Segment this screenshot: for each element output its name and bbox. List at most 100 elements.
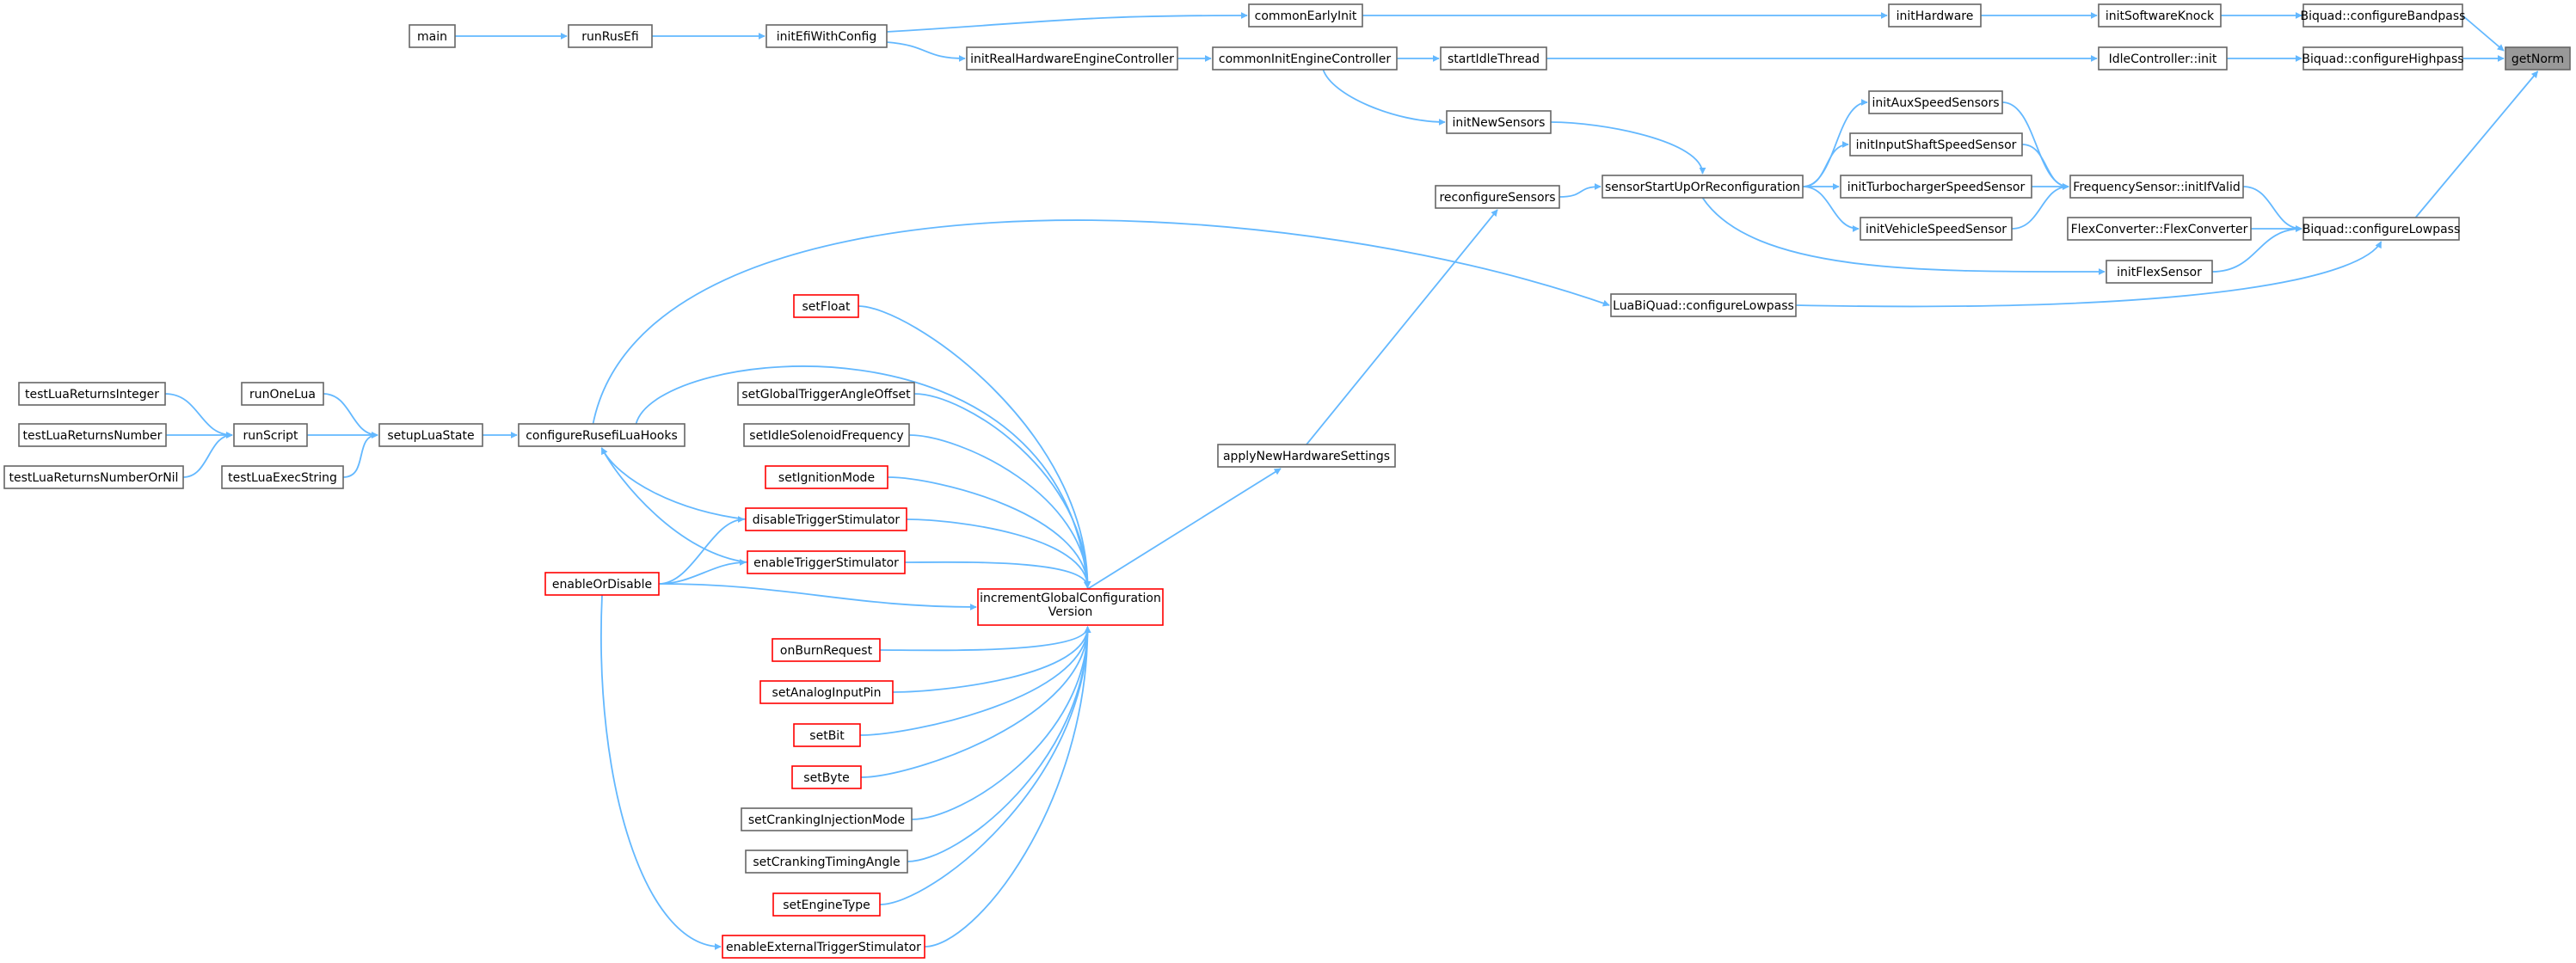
node-box-idle-init xyxy=(2098,46,2228,71)
node-init-efi-with-config[interactable]: initEfiWithConfig xyxy=(765,24,888,48)
node-box-run-script xyxy=(233,423,308,447)
node-box-freq-init-if-valid xyxy=(2069,175,2244,199)
node-set-engine-type[interactable]: setEngineType xyxy=(772,892,881,917)
node-init-turbocharger-speed-sensor[interactable]: initTurbochargerSpeedSensor xyxy=(1840,175,2032,199)
edge-sensor-start-up-to-init-flex-sensor xyxy=(1701,197,2106,276)
edge-common-init-engine-controller-to-init-new-sensors xyxy=(1322,69,1446,126)
node-lua-configure-lowpass[interactable]: LuaBiQuad::configureLowpass xyxy=(1610,293,1797,317)
node-box-start-idle-thread xyxy=(1440,46,1547,71)
node-label-reconfigure-sensors: reconfigureSensors xyxy=(1439,191,1555,205)
node-box-init-flex-sensor xyxy=(2106,260,2213,284)
node-init-input-shaft-speed-sensor[interactable]: initInputShaftSpeedSensor xyxy=(1849,132,2023,156)
edge-test-lua-returns-number-or-nil-to-run-script xyxy=(182,432,233,478)
node-label-set-ignition-mode: setIgnitionMode xyxy=(778,471,875,485)
edge-set-analog-input-pin-to-increment-global-configuration-version xyxy=(892,626,1091,693)
node-set-idle-solenoid-frequency[interactable]: setIdleSolenoidFrequency xyxy=(743,423,910,447)
node-on-burn-request[interactable]: onBurnRequest xyxy=(772,638,881,662)
node-configure-highpass[interactable]: Biquad::configureHighpass xyxy=(2302,46,2464,71)
node-box-sensor-start-up xyxy=(1602,175,1804,199)
node-label-set-cranking-timing-angle: setCrankingTimingAngle xyxy=(753,856,900,869)
edge-configure-rusefi-lua-hooks-to-lua-configure-lowpass xyxy=(592,219,1610,425)
node-label-set-float: setFloat xyxy=(802,300,851,314)
node-label-configure-highpass: Biquad::configureHighpass xyxy=(2302,52,2463,66)
node-label-set-analog-input-pin: setAnalogInputPin xyxy=(772,686,882,700)
node-common-early-init[interactable]: commonEarlyInit xyxy=(1248,3,1363,28)
node-label-freq-init-if-valid: FrequencySensor::initIfValid xyxy=(2073,181,2240,194)
node-test-lua-exec-string[interactable]: testLuaExecString xyxy=(221,465,344,489)
node-init-new-sensors[interactable]: initNewSensors xyxy=(1446,110,1552,134)
node-label-test-lua-returns-number-or-nil: testLuaReturnsNumberOrNil xyxy=(9,471,179,485)
node-label-init-hardware: initHardware xyxy=(1897,9,1974,23)
edge-init-efi-with-config-to-init-real-hardware-engine-controller xyxy=(886,41,966,62)
edge-set-bit-to-increment-global-configuration-version xyxy=(859,626,1091,736)
node-label-set-bit: setBit xyxy=(809,729,845,743)
node-box-setup-lua-state xyxy=(378,423,483,447)
node-init-vehicle-speed-sensor[interactable]: initVehicleSpeedSensor xyxy=(1860,217,2013,241)
node-init-flex-sensor[interactable]: initFlexSensor xyxy=(2106,260,2213,284)
node-disable-trigger-stimulator[interactable]: disableTriggerStimulator xyxy=(745,507,907,531)
node-enable-or-disable[interactable]: enableOrDisable xyxy=(544,572,660,596)
node-sensor-start-up[interactable]: sensorStartUpOrReconfiguration xyxy=(1602,175,1804,199)
node-freq-init-if-valid[interactable]: FrequencySensor::initIfValid xyxy=(2069,175,2244,199)
node-set-cranking-timing-angle[interactable]: setCrankingTimingAngle xyxy=(745,850,908,874)
node-reconfigure-sensors[interactable]: reconfigureSensors xyxy=(1435,185,1560,209)
node-flex-converter[interactable]: FlexConverter::FlexConverter xyxy=(2067,217,2252,241)
node-init-software-knock[interactable]: initSoftwareKnock xyxy=(2098,3,2222,28)
edge-init-vehicle-speed-sensor-to-freq-init-if-valid xyxy=(2011,183,2069,230)
node-box-run-one-lua xyxy=(241,382,324,406)
node-start-idle-thread[interactable]: startIdleThread xyxy=(1440,46,1547,71)
node-box-init-new-sensors xyxy=(1446,110,1552,134)
node-label-disable-trigger-stimulator: disableTriggerStimulator xyxy=(753,513,901,527)
node-main[interactable]: main xyxy=(409,24,456,48)
edge-set-byte-to-increment-global-configuration-version xyxy=(860,626,1091,778)
node-box-init-hardware xyxy=(1888,3,1982,28)
node-set-global-trigger-angle-offset[interactable]: setGlobalTriggerAngleOffset xyxy=(737,382,915,406)
node-test-lua-returns-number[interactable]: testLuaReturnsNumber xyxy=(18,423,167,447)
node-enable-external-trigger-stimulator[interactable]: enableExternalTriggerStimulator xyxy=(722,935,925,959)
node-common-init-engine-controller[interactable]: commonInitEngineController xyxy=(1212,46,1398,71)
node-box-init-turbocharger-speed-sensor xyxy=(1840,175,2032,199)
edge-enable-trigger-stimulator-to-configure-rusefi-lua-hooks xyxy=(600,447,748,563)
node-box-increment-global-configuration-version xyxy=(977,588,1164,626)
node-run-one-lua[interactable]: runOneLua xyxy=(241,382,324,406)
edge-increment-global-configuration-version-to-apply-new-hardware-settings xyxy=(1087,468,1282,590)
node-init-hardware[interactable]: initHardware xyxy=(1888,3,1982,28)
node-enable-trigger-stimulator[interactable]: enableTriggerStimulator xyxy=(747,550,906,574)
node-box-reconfigure-sensors xyxy=(1435,185,1560,209)
edge-on-burn-request-to-increment-global-configuration-version xyxy=(879,626,1091,652)
node-set-bit[interactable]: setBit xyxy=(793,723,861,747)
node-configure-bandpass[interactable]: Biquad::configureBandpass xyxy=(2301,3,2466,28)
node-label-init-aux-speed-sensors: initAuxSpeedSensors xyxy=(1872,96,1999,110)
node-set-ignition-mode[interactable]: setIgnitionMode xyxy=(765,465,888,489)
node-label-init-turbocharger-speed-sensor: initTurbochargerSpeedSensor xyxy=(1847,181,2026,194)
node-init-real-hardware-engine-controller[interactable]: initRealHardwareEngineController xyxy=(966,46,1178,71)
edge-configure-bandpass-to-get-norm xyxy=(2462,15,2505,52)
node-box-set-float xyxy=(793,294,859,318)
node-set-analog-input-pin[interactable]: setAnalogInputPin xyxy=(759,680,894,704)
node-run-rus-efi[interactable]: runRusEfi xyxy=(568,24,653,48)
node-configure-lowpass[interactable]: Biquad::configureLowpass xyxy=(2302,217,2461,241)
node-idle-init[interactable]: IdleController::init xyxy=(2098,46,2228,71)
node-box-configure-highpass xyxy=(2302,46,2463,71)
node-set-cranking-injection-mode[interactable]: setCrankingInjectionMode xyxy=(741,807,913,831)
node-box-init-vehicle-speed-sensor xyxy=(1860,217,2013,241)
edge-enable-or-disable-to-enable-external-trigger-stimulator xyxy=(600,594,722,950)
node-run-script[interactable]: runScript xyxy=(233,423,308,447)
node-test-lua-returns-number-or-nil[interactable]: testLuaReturnsNumberOrNil xyxy=(3,465,184,489)
node-label-init-vehicle-speed-sensor: initVehicleSpeedSensor xyxy=(1866,223,2007,236)
node-set-byte[interactable]: setByte xyxy=(791,765,862,789)
node-setup-lua-state[interactable]: setupLuaState xyxy=(378,423,483,447)
node-label-common-early-init: commonEarlyInit xyxy=(1255,9,1357,23)
node-apply-new-hardware-settings[interactable]: applyNewHardwareSettings xyxy=(1217,444,1396,468)
node-box-set-cranking-timing-angle xyxy=(745,850,908,874)
node-set-float[interactable]: setFloat xyxy=(793,294,859,318)
node-get-norm[interactable]: getNorm xyxy=(2505,46,2571,71)
node-label-init-software-knock: initSoftwareKnock xyxy=(2106,9,2215,23)
node-label-enable-external-trigger-stimulator: enableExternalTriggerStimulator xyxy=(726,941,921,954)
node-init-aux-speed-sensors[interactable]: initAuxSpeedSensors xyxy=(1868,90,2003,114)
node-label-set-cranking-injection-mode: setCrankingInjectionMode xyxy=(748,813,905,827)
node-label-set-engine-type: setEngineType xyxy=(783,899,870,912)
node-configure-rusefi-lua-hooks[interactable]: configureRusefiLuaHooks xyxy=(518,423,685,447)
node-test-lua-returns-integer[interactable]: testLuaReturnsInteger xyxy=(18,382,166,406)
